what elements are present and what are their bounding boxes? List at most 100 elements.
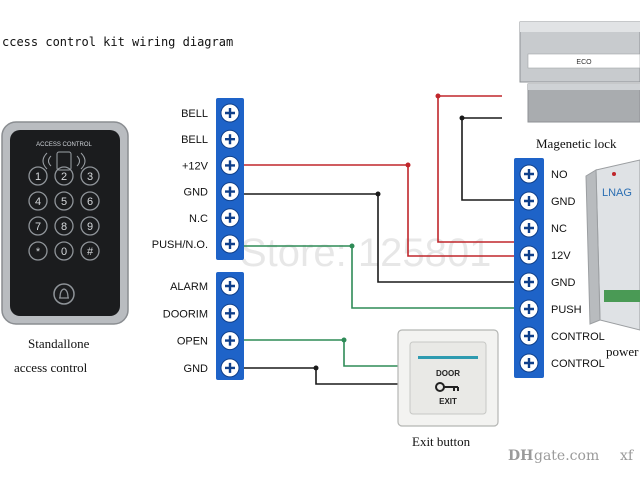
left-terminal-top-5-label: PUSH/N.O.: [152, 239, 208, 251]
left-terminal-top-3-label: GND: [184, 187, 209, 199]
left-terminal-bottom-group: ALARM DOORIM OPEN GND: [163, 276, 240, 378]
left-terminal-bottom-0-label: ALARM: [170, 281, 208, 293]
exit-button-line1: DOOR: [436, 369, 460, 378]
footer-site: gate.com: [534, 448, 599, 464]
rfid-card-icon: [42, 151, 86, 171]
left-terminal-strip-bottom: [216, 272, 244, 380]
right-terminal-3: 12V: [519, 245, 571, 265]
right-terminal-1: GND: [519, 191, 576, 211]
keypad-caption-line2: access control: [14, 360, 88, 375]
right-terminal-0: NO: [519, 164, 568, 184]
key-icon: [435, 382, 459, 392]
diagram-title: ccess control kit wiring diagram: [2, 35, 233, 49]
right-terminal-2-label: NC: [551, 223, 567, 235]
left-terminal-top-4-label: N.C: [189, 213, 208, 225]
power-supply-caption: power: [606, 344, 639, 359]
left-terminal-bottom-1: DOORIM: [163, 303, 240, 323]
keypad-key-label: 7: [35, 221, 41, 233]
keypad-key-6: 7: [28, 216, 48, 236]
left-terminal-bottom-2: OPEN: [177, 331, 240, 351]
left-terminal-top-5: PUSH/N.O.: [152, 234, 240, 254]
keypad-key-label: 8: [61, 221, 67, 233]
keypad-caption-line1: Standallone: [28, 336, 90, 351]
power-supply-device: LNAG: [585, 159, 640, 331]
right-terminal-6: CONTROL: [519, 326, 605, 346]
keypad-key-label: 3: [87, 171, 93, 183]
keypad-key-label: #: [87, 246, 94, 258]
left-terminal-bottom-0: ALARM: [170, 276, 240, 296]
wires: [242, 95, 520, 385]
footer-tail: xf: [620, 448, 635, 464]
keypad-key-label: 9: [87, 221, 93, 233]
magnetic-lock-device: ECO: [519, 21, 640, 123]
right-terminal-7: CONTROL: [519, 353, 605, 373]
green-wire-push: [242, 245, 520, 309]
left-terminal-bottom-3-label: GND: [184, 363, 209, 375]
left-terminal-bottom-1-label: DOORIM: [163, 308, 208, 320]
left-terminal-top-4: N.C: [189, 208, 240, 228]
left-terminal-top-2: +12V: [182, 155, 240, 175]
black-wire-lock: [461, 117, 520, 201]
left-terminal-top-1-label: BELL: [181, 134, 208, 146]
footer-logo: DH: [508, 448, 533, 464]
red-wire-keypad-12v: [242, 164, 520, 257]
keypad-key-label: 1: [35, 171, 41, 183]
right-terminal-5: PUSH: [519, 299, 582, 319]
right-terminal-6-label: CONTROL: [551, 331, 605, 343]
power-supply-brand: LNAG: [602, 187, 632, 199]
watermark-text: Store: 125801: [240, 231, 491, 275]
wire-junction-dots: [313, 93, 465, 371]
left-terminal-top-2-label: +12V: [182, 160, 209, 172]
right-terminal-strip: [514, 158, 544, 378]
power-supply-connector: [604, 290, 640, 302]
exit-button-device: DOOR EXIT: [397, 329, 499, 427]
lock-label: ECO: [576, 59, 592, 66]
footer-watermark: DH gate.com xf: [508, 448, 635, 464]
right-terminal-4: GND: [519, 272, 576, 292]
keypad-key-5: 6: [80, 191, 100, 211]
keypad-key-4: 5: [54, 191, 74, 211]
keypad-key-8: 9: [80, 216, 100, 236]
keypad-key-9: *: [28, 241, 48, 261]
keypad-brand: ACCESS CONTROL: [36, 142, 92, 148]
black-wire-exit-gnd: [242, 367, 402, 385]
keypad-key-label: 5: [61, 196, 67, 208]
right-terminal-7-label: CONTROL: [551, 358, 605, 370]
keypad-key-1: 2: [54, 166, 74, 186]
keypad-key-label: 0: [61, 246, 67, 258]
keypad-key-label: 6: [87, 196, 93, 208]
exit-button-caption: Exit button: [412, 434, 471, 449]
left-terminal-top-3: GND: [184, 182, 240, 202]
keypad-key-11: #: [80, 241, 100, 261]
left-terminal-bottom-3: GND: [184, 358, 240, 378]
keypad-device: ACCESS CONTROL 1 2 3 4 5 6 7 8 9 * 0 #: [1, 121, 129, 325]
exit-button-line2: EXIT: [439, 397, 457, 406]
keypad-key-label: 4: [35, 196, 41, 208]
right-terminal-1-label: GND: [551, 196, 576, 208]
keypad-key-label: 2: [61, 171, 67, 183]
keypad-key-3: 4: [28, 191, 48, 211]
keypad-key-label: *: [36, 246, 41, 258]
left-terminal-bottom-2-label: OPEN: [177, 336, 208, 348]
keypad-key-grid: 1 2 3 4 5 6 7 8 9 * 0 #: [28, 166, 100, 261]
keypad-key-0: 1: [28, 166, 48, 186]
left-terminal-top-0-label: BELL: [181, 108, 208, 120]
green-wire-open: [242, 339, 402, 367]
left-terminal-top-group: BELL BELL +12V GND N.C PUSH/N.O.: [152, 103, 240, 254]
left-terminal-top-1: BELL: [181, 129, 240, 149]
right-terminal-2: NC: [519, 218, 567, 238]
keypad-key-7: 8: [54, 216, 74, 236]
right-terminal-4-label: GND: [551, 277, 576, 289]
red-wire-lock: [437, 95, 520, 243]
right-terminal-3-label: 12V: [551, 250, 571, 262]
bell-button-icon: [53, 283, 75, 305]
black-wire-keypad-gnd: [242, 193, 520, 283]
right-terminal-0-label: NO: [551, 169, 568, 181]
keypad-key-10: 0: [54, 241, 74, 261]
right-terminal-group: NO GND NC 12V GND PUSH CONTROL CONTROL: [519, 164, 605, 373]
left-terminal-top-0: BELL: [181, 103, 240, 123]
lock-caption: Magenetic lock: [536, 136, 617, 151]
right-terminal-5-label: PUSH: [551, 304, 582, 316]
keypad-key-2: 3: [80, 166, 100, 186]
